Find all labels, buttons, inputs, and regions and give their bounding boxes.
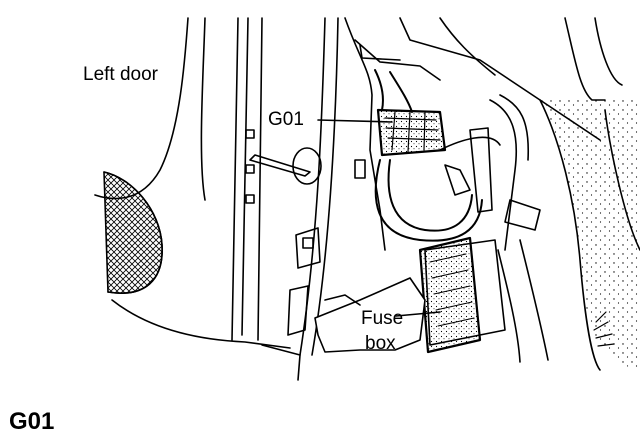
center-console [497, 99, 640, 371]
fuse-box-leader-line [395, 311, 441, 317]
figure-caption: G01 [9, 408, 55, 435]
leader-lines [317, 119, 441, 317]
door-striker [245, 129, 366, 204]
left-door-label: Left door [83, 64, 158, 85]
kick-panel [261, 227, 321, 381]
g01-leader-line [317, 119, 393, 123]
speaker-grille [103, 171, 163, 294]
fuse-box-label-line2: box [365, 333, 396, 354]
connector-g01-label: G01 [268, 109, 304, 130]
fuse-box [418, 236, 482, 354]
floor-trim [314, 277, 426, 353]
left-door-outline [94, 17, 339, 356]
connector-g01 [374, 69, 447, 157]
wiring-harness [374, 94, 541, 346]
fuse-box-label-line1: Fuse [361, 308, 404, 329]
